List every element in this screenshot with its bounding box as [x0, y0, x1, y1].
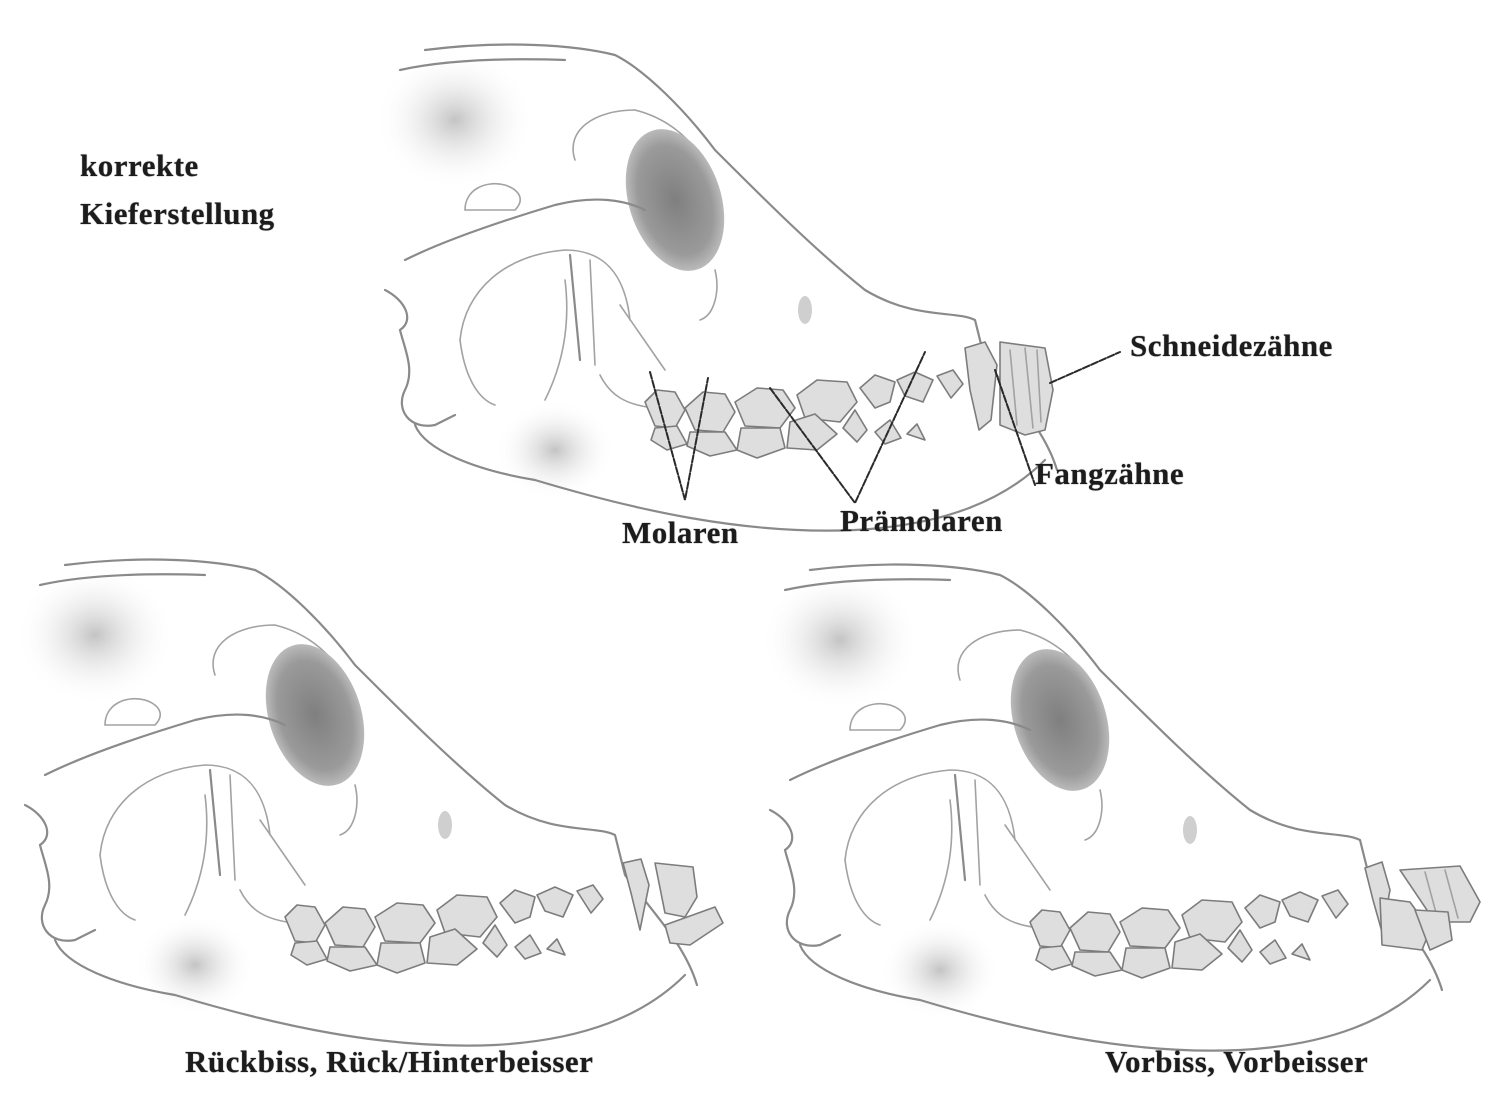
skull-undershot	[758, 563, 1481, 1052]
caption-correct-line-2: Kieferstellung	[80, 196, 275, 231]
skull-correct	[373, 43, 1059, 532]
caption-correct-line-1: korrekte	[80, 148, 199, 183]
incisor-leader	[1049, 351, 1121, 384]
label-molars: Molaren	[622, 515, 739, 550]
label-premolars: Prämolaren	[840, 503, 1003, 538]
molar-leader	[649, 371, 709, 501]
premolar-leader	[769, 351, 926, 505]
label-canines: Fangzähne	[1035, 456, 1185, 491]
caption-overshot: Rückbiss, Rück/Hinterbeisser	[185, 1044, 594, 1079]
label-incisors: Schneidezähne	[1130, 328, 1333, 363]
skull-overshot	[13, 558, 724, 1047]
caption-correct: korrekte Kieferstellung	[80, 142, 275, 238]
caption-undershot: Vorbiss, Vorbeisser	[1105, 1044, 1369, 1079]
canine-upper	[964, 341, 998, 431]
canine-leader	[994, 369, 1036, 486]
label-leader-lines	[649, 351, 1121, 505]
